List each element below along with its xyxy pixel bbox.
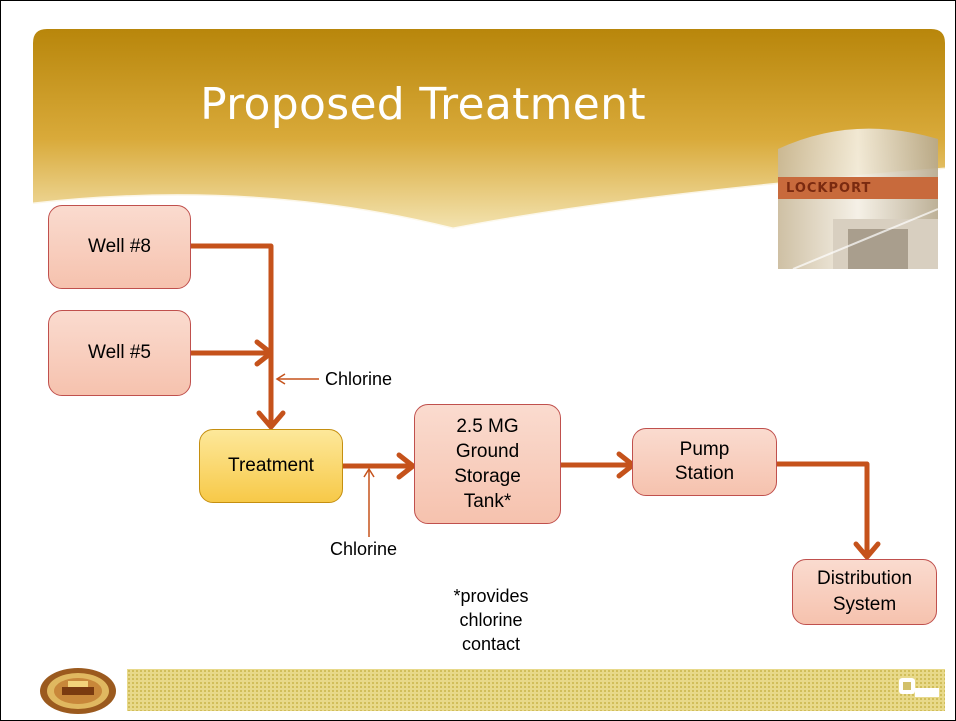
distribution-line-2: System [832, 594, 897, 615]
tank-line-1: 2.5 MG [456, 416, 519, 437]
tank-line-4: Tank* [463, 491, 512, 512]
chlorine-label-top: Chlorine [325, 369, 393, 389]
footer-bar [127, 669, 945, 711]
footnote-line-2: chlorine [459, 610, 523, 630]
chlorine-label-bottom: Chlorine [330, 539, 398, 559]
node-treatment: Treatment [199, 429, 343, 503]
node-well-5: Well #5 [48, 310, 191, 396]
distribution-line-1: Distribution [816, 568, 913, 589]
tank-line-2: Ground [455, 441, 520, 462]
node-well-8: Well #8 [48, 205, 191, 289]
arrow-well8-to-treatment [188, 243, 274, 429]
city-seal-icon [40, 668, 116, 714]
node-pump-station: Pump Station [632, 428, 777, 496]
pump-line-2: Station [674, 463, 735, 484]
node-well-5-label: Well #5 [87, 342, 151, 363]
arrow-pump-to-distribution [774, 461, 870, 559]
tower-label: LOCKPORT [786, 181, 872, 196]
footnote-line-3: contact [461, 634, 521, 654]
header-banner [33, 29, 945, 269]
footnote: *provides chlorine contact [421, 584, 561, 656]
node-storage-tank: 2.5 MG Ground Storage Tank* [414, 404, 561, 524]
cmt-logo-icon [899, 678, 939, 697]
node-distribution-system: Distribution System [792, 559, 937, 625]
footnote-line-1: *provides [453, 586, 529, 606]
tank-line-3: Storage [454, 466, 521, 487]
water-tower-image [778, 128, 939, 269]
slide-title: Proposed Treatment [200, 79, 646, 130]
node-treatment-label: Treatment [228, 455, 314, 476]
node-well-8-label: Well #8 [87, 236, 151, 257]
pump-line-1: Pump [679, 439, 730, 460]
